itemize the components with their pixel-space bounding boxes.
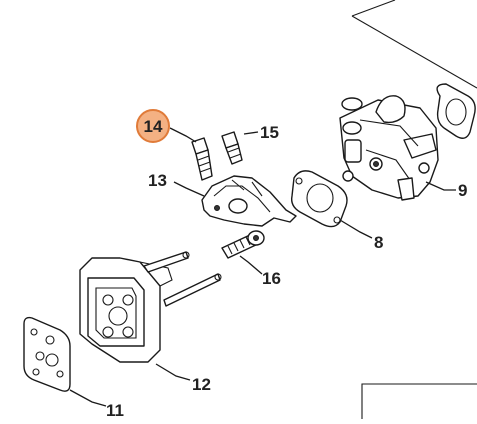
callout-label-14[interactable]: 14 (144, 117, 163, 136)
background-panel-outline (351, 0, 477, 419)
part-16-bolt[interactable] (221, 230, 265, 259)
callout-label-9[interactable]: 9 (458, 181, 467, 200)
callout-14-highlight (136, 109, 170, 143)
leader-lines (69, 127, 456, 407)
part-14-screw[interactable] (191, 137, 213, 181)
callout-label-12[interactable]: 12 (192, 375, 211, 394)
callout-label-13[interactable]: 13 (148, 171, 167, 190)
part-9-carburetor[interactable] (339, 95, 439, 201)
part-11-gasket[interactable] (23, 316, 71, 392)
callout-label-11[interactable]: 11 (106, 401, 124, 420)
part-8-gasket[interactable] (290, 170, 348, 228)
part-12-filter-base[interactable] (79, 251, 222, 363)
carburetor-rear-gasket (436, 83, 476, 139)
callout-label-16[interactable]: 16 (262, 269, 281, 288)
callout-label-8[interactable]: 8 (374, 233, 383, 252)
callout-label-15[interactable]: 15 (260, 123, 279, 142)
part-13-intake-flange[interactable] (201, 175, 297, 227)
part-15-screw[interactable] (221, 131, 243, 165)
